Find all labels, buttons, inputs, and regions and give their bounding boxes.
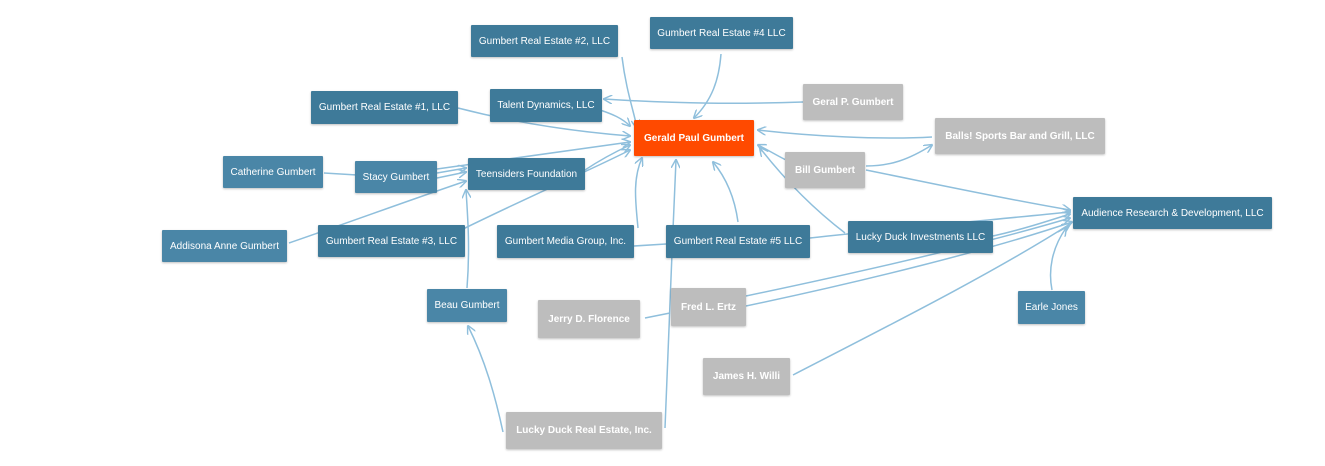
edge-lucky-gerald <box>760 148 846 234</box>
edge-geral-talent <box>604 99 804 103</box>
node-earle-jones[interactable]: Earle Jones <box>1018 291 1085 324</box>
edge-lucky-audience <box>992 214 1070 237</box>
edge-catherine-teens <box>436 172 466 179</box>
node-lucky-duck-investments[interactable]: Lucky Duck Investments LLC <box>848 221 993 253</box>
node-gumbert-real-estate-1[interactable]: Gumbert Real Estate #1, LLC <box>311 91 458 124</box>
edge-luckyre-beau <box>468 326 504 433</box>
node-stacy-gumbert[interactable]: Stacy Gumbert <box>355 161 437 193</box>
edge-fred-audience-1 <box>745 218 1070 297</box>
edge-media-gerald <box>636 158 643 229</box>
node-lucky-duck-real-estate[interactable]: Lucky Duck Real Estate, Inc. <box>506 412 662 449</box>
node-addisona-anne-gumbert[interactable]: Addisona Anne Gumbert <box>162 230 287 262</box>
edge-fred-audience-2 <box>745 222 1072 307</box>
edge-gre2-gerald <box>621 56 637 128</box>
edge-james-audience <box>792 224 1070 376</box>
node-gumbert-real-estate-5[interactable]: Gumbert Real Estate #5 LLC <box>666 225 810 258</box>
edge-bill-balls <box>865 145 932 167</box>
edge-gre4-gerald <box>694 53 722 118</box>
node-balls-sports-bar[interactable]: Balls! Sports Bar and Grill, LLC <box>935 118 1105 154</box>
node-talent-dynamics[interactable]: Talent Dynamics, LLC <box>490 89 602 122</box>
edge-beau-teens <box>466 190 469 289</box>
edge-talent-gerald <box>599 109 630 126</box>
edge-earle-audience <box>1049 228 1066 291</box>
node-fred-l-ertz[interactable]: Fred L. Ertz <box>671 288 746 326</box>
node-gerald-paul-gumbert[interactable]: Gerald Paul Gumbert <box>634 120 754 156</box>
edge-jerry-fred <box>644 312 671 319</box>
node-beau-gumbert[interactable]: Beau Gumbert <box>427 289 507 322</box>
edge-teens-gerald <box>584 145 630 171</box>
node-teensiders-foundation[interactable]: Teensiders Foundation <box>468 158 585 190</box>
node-gumbert-real-estate-3[interactable]: Gumbert Real Estate #3, LLC <box>318 225 465 257</box>
node-gumbert-media-group[interactable]: Gumbert Media Group, Inc. <box>497 225 634 258</box>
node-bill-gumbert[interactable]: Bill Gumbert <box>785 152 865 188</box>
node-audience-research[interactable]: Audience Research & Development, LLC <box>1073 197 1272 229</box>
edge-bill-gerald <box>758 145 787 161</box>
edge-catherine-stacy <box>323 172 358 176</box>
edge-balls-gerald <box>758 130 933 139</box>
node-gumbert-real-estate-2[interactable]: Gumbert Real Estate #2, LLC <box>471 25 618 57</box>
edge-media-gerald-line <box>633 243 667 247</box>
node-gumbert-real-estate-4[interactable]: Gumbert Real Estate #4 LLC <box>650 17 793 49</box>
edge-gre5-gerald <box>713 162 739 223</box>
edge-bill-audience <box>865 169 1070 210</box>
node-jerry-d-florence[interactable]: Jerry D. Florence <box>538 300 640 338</box>
node-james-h-willi[interactable]: James H. Willi <box>703 358 790 395</box>
edge-gre1-gerald <box>457 107 630 136</box>
edge-addisona-teens <box>288 181 466 244</box>
node-catherine-gumbert[interactable]: Catherine Gumbert <box>223 156 323 188</box>
node-geral-p-gumbert[interactable]: Geral P. Gumbert <box>803 84 903 120</box>
edge-luckyre-gerald <box>664 160 676 429</box>
